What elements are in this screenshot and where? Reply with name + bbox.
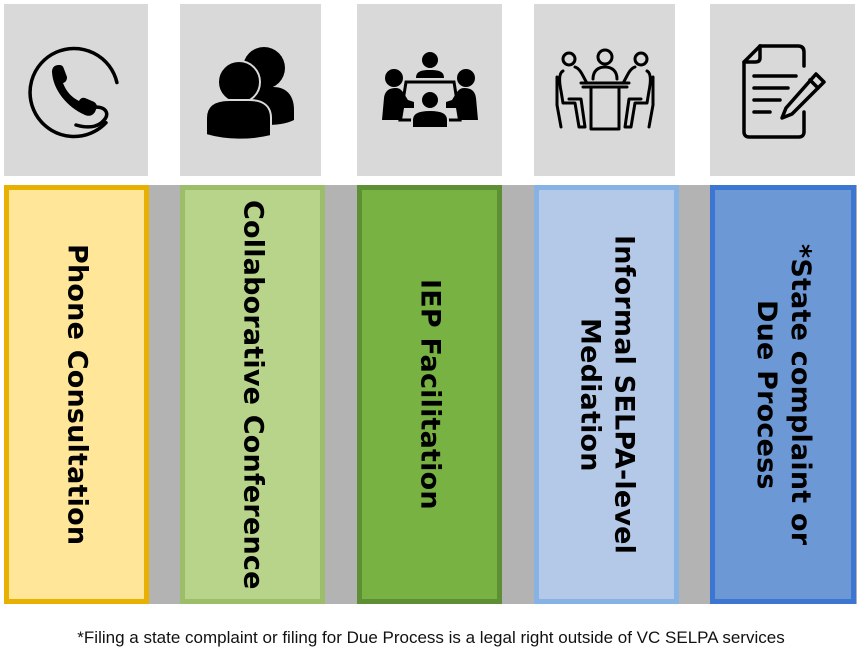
icon-box-document — [710, 4, 855, 176]
icon-box-phone — [4, 4, 148, 176]
document-pen-icon — [741, 44, 826, 139]
step-label: Collaborative Conference — [237, 199, 269, 590]
step-label: Informal SELPA-level Mediation — [574, 234, 640, 555]
mediation-table-icon — [555, 48, 654, 131]
icon-box-mediation — [534, 4, 675, 176]
icon-box-people — [180, 4, 321, 176]
step-phone-consultation: Phone Consultation — [4, 185, 149, 604]
step-iep-facilitation: IEP Facilitation — [357, 185, 502, 604]
step-informal-mediation: Informal SELPA-level Mediation — [534, 185, 679, 604]
step-collaborative-conference: Collaborative Conference — [180, 185, 325, 604]
people-icon — [204, 47, 294, 140]
icon-box-meeting — [357, 4, 502, 176]
footnote: *Filing a state complaint or filing for … — [77, 628, 785, 647]
step-label: IEP Facilitation — [414, 279, 446, 510]
step-label: *State complaint or Due Process — [751, 243, 816, 546]
step-state-complaint-due-process: *State complaint or Due Process — [710, 185, 856, 604]
step-label: Phone Consultation — [61, 243, 93, 546]
phone-icon — [28, 46, 119, 139]
meeting-table-icon — [381, 52, 478, 129]
